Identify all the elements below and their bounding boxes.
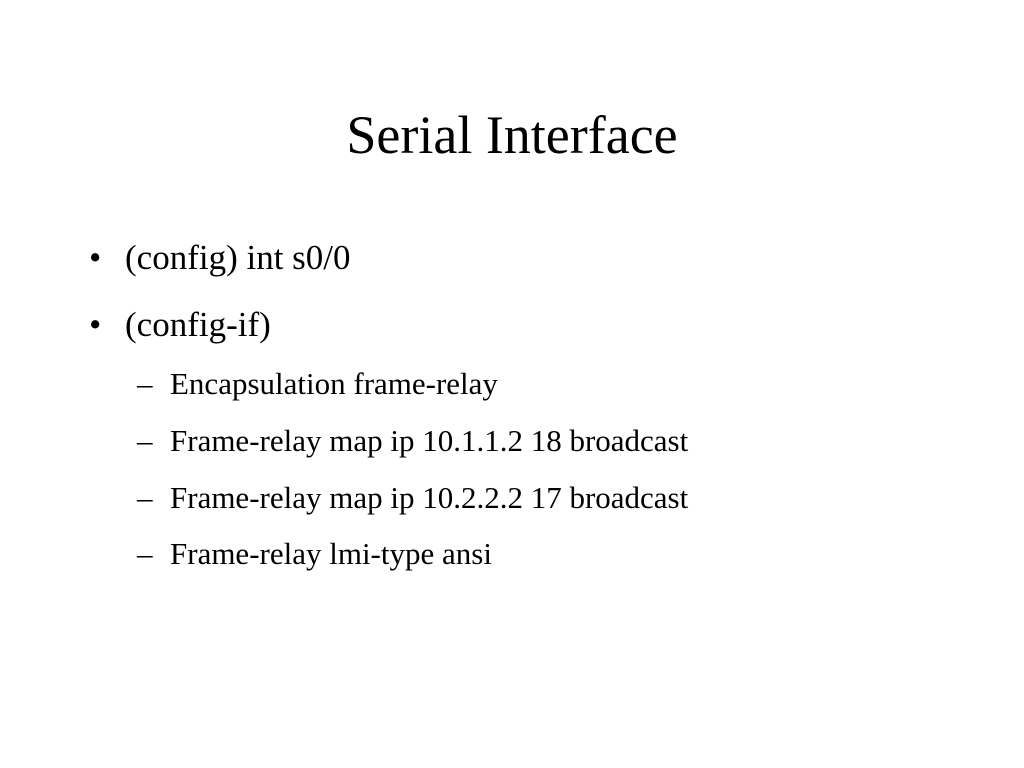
bullet-marker: • xyxy=(89,305,102,344)
bullet-text: (config) int s0/0 xyxy=(125,238,351,277)
sub-bullet-marker: – xyxy=(137,536,153,571)
bullet-marker: • xyxy=(89,238,102,277)
sub-bullet-text: Frame-relay map ip 10.1.1.2 18 broadcast xyxy=(170,423,689,458)
sub-bullet-text: Frame-relay lmi-type ansi xyxy=(170,536,492,571)
sub-bullet-marker: – xyxy=(137,423,153,458)
sub-bullet-text: Encapsulation frame-relay xyxy=(170,366,498,401)
sub-bullet-marker: – xyxy=(137,366,153,401)
sub-bullet-text: Frame-relay map ip 10.2.2.2 17 broadcast xyxy=(170,480,689,515)
sub-bullet-marker: – xyxy=(137,480,153,515)
bullet-text: (config-if) xyxy=(125,305,271,344)
slide-title: Serial Interface xyxy=(346,105,678,165)
